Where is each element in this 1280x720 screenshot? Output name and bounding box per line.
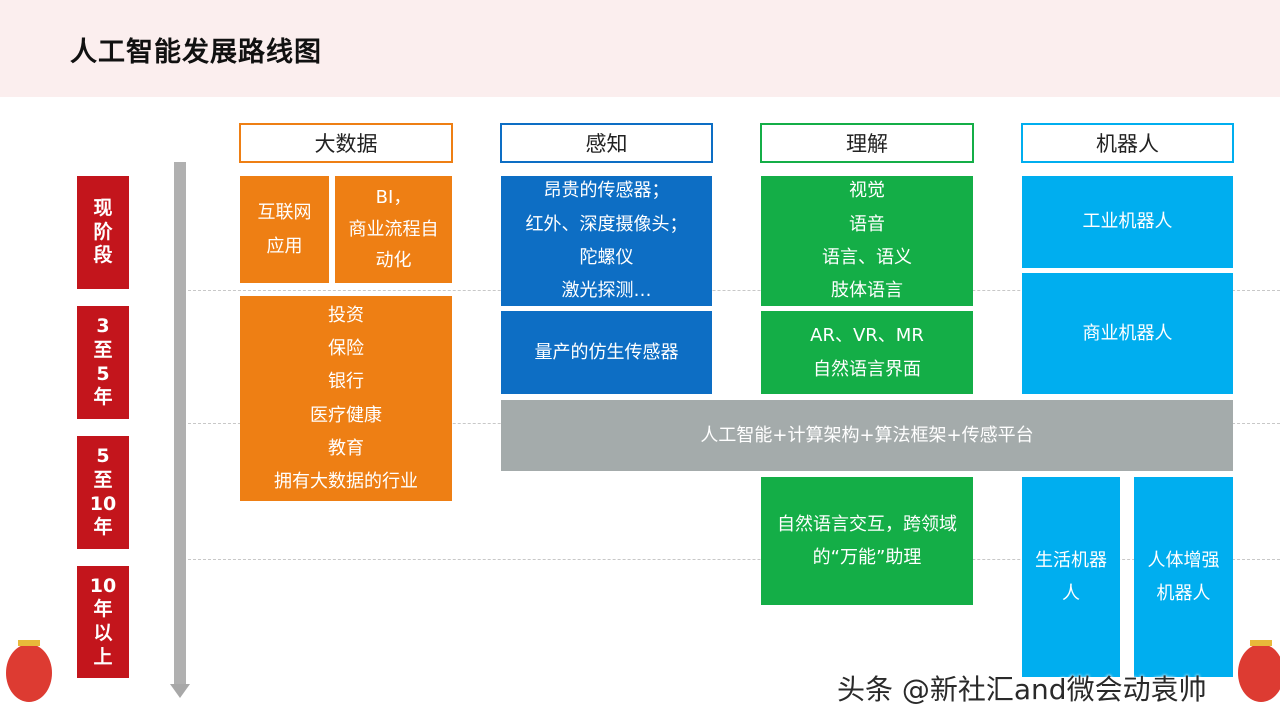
cell-commercial-robot: 商业机器人 (1022, 273, 1233, 394)
timeline-axis (174, 162, 186, 686)
stage-label-5to10: 5至10年 (77, 436, 129, 549)
lantern-decoration (1250, 640, 1272, 646)
column-header-bigdata: 大数据 (239, 123, 453, 163)
page-title: 人工智能发展路线图 (70, 37, 322, 68)
column-header-robot: 机器人 (1021, 123, 1234, 163)
stage-label-10plus: 10年以上 (77, 566, 129, 678)
watermark-text: 头条 @新社汇and微会动袁帅 (837, 673, 1207, 706)
title-bar (0, 0, 1280, 97)
stage-label-now: 现阶段 (77, 176, 129, 289)
cell-bionic-sensors: 量产的仿生传感器 (501, 311, 712, 394)
lantern-decoration (6, 644, 52, 702)
cell-bigdata-industries: 投资 保险 银行 医疗健康 教育 拥有大数据的行业 (240, 296, 452, 501)
row-separator (188, 290, 1280, 291)
cell-ai-platform: 人工智能+计算架构+算法框架+传感平台 (501, 400, 1233, 471)
lantern-decoration (1238, 644, 1280, 702)
cell-bi-automation: BI，商业流程自动化 (335, 176, 452, 283)
lantern-decoration (18, 640, 40, 646)
arrow-down-icon (170, 684, 190, 698)
cell-industrial-robot: 工业机器人 (1022, 176, 1233, 268)
cell-life-robot: 生活机器人 (1022, 477, 1120, 677)
column-header-perception: 感知 (500, 123, 713, 163)
row-separator (188, 559, 1280, 560)
cell-augmentation-robot: 人体增强机器人 (1134, 477, 1233, 677)
cell-sensors-now: 昂贵的传感器； 红外、深度摄像头； 陀螺仪 激光探测… (501, 176, 712, 306)
column-header-understanding: 理解 (760, 123, 974, 163)
stage-label-3to5: 3至5年 (77, 306, 129, 419)
cell-understanding-now: 视觉 语音 语言、语义 肢体语言 (761, 176, 973, 306)
cell-universal-assistant: 自然语言交互，跨领域的“万能”助理 (761, 477, 973, 605)
cell-internet-apps: 互联网应用 (240, 176, 329, 283)
